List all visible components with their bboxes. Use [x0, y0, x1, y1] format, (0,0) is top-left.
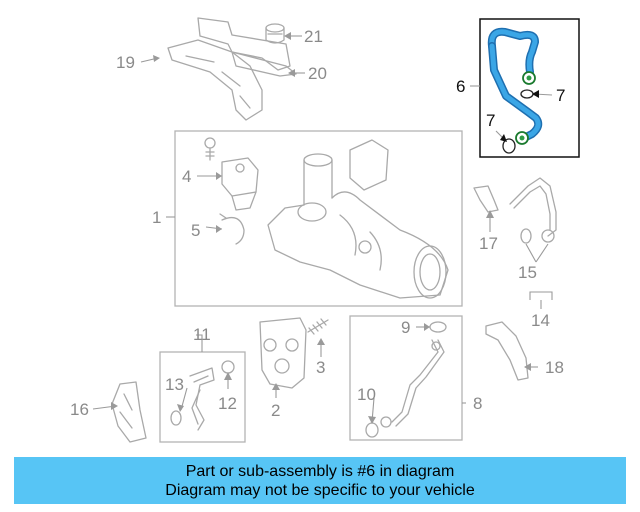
callout-6: 6	[456, 77, 465, 96]
callout-10: 10	[357, 385, 376, 404]
turbocharger-part-1[interactable]	[267, 139, 449, 299]
parts-diagram: 1 2 3 4 5 6 7 7 8 9 10 11 12 13 14 15 16…	[70, 17, 580, 443]
banner-line-part-number: Part or sub-assembly is #6 in diagram	[185, 462, 455, 480]
callout-18: 18	[545, 358, 564, 377]
callout-19: 19	[116, 53, 135, 72]
seal-part-15a[interactable]	[520, 228, 532, 244]
info-banner: Part or sub-assembly is #6 in diagram Di…	[14, 457, 626, 504]
washer-part-10[interactable]	[365, 422, 379, 438]
water-line-part-14[interactable]	[509, 177, 557, 237]
bolt-part[interactable]	[204, 137, 216, 161]
gasket-part-2[interactable]	[259, 317, 307, 389]
callout-1: 1	[152, 208, 161, 227]
callout-21: 21	[304, 27, 323, 46]
heat-shield-part-16[interactable]	[111, 381, 147, 443]
oil-line-part-8[interactable]	[380, 339, 445, 428]
cap-part-21[interactable]	[265, 23, 285, 44]
callout-17: 17	[479, 234, 498, 253]
callout-16: 16	[70, 400, 89, 419]
callout-5: 5	[191, 221, 200, 240]
stud-part-3[interactable]	[307, 318, 329, 335]
oil-line-box	[349, 315, 463, 441]
bracket-part-20[interactable]	[231, 51, 297, 77]
callout-4: 4	[182, 167, 191, 186]
actuator-part-4[interactable]	[221, 157, 259, 211]
highlighted-part-box	[479, 18, 580, 158]
callout-20: 20	[308, 64, 327, 83]
bracket-part-17[interactable]	[473, 185, 499, 213]
callout-15: 15	[518, 263, 537, 282]
hose-part-6[interactable]	[487, 27, 543, 145]
seal-part-15b[interactable]	[541, 229, 555, 243]
callout-9: 9	[401, 318, 410, 337]
callout-7-upper: 7	[556, 86, 565, 105]
callout-14: 14	[531, 311, 550, 330]
callout-3: 3	[316, 358, 325, 377]
callout-2: 2	[271, 401, 280, 420]
turbo-assembly-box	[174, 130, 463, 307]
seal-part-7b[interactable]	[502, 138, 516, 154]
water-pipe-part-11[interactable]	[189, 367, 215, 431]
heat-shield-part-18[interactable]	[485, 321, 529, 381]
gasket-part-9[interactable]	[429, 321, 447, 333]
banner-line-disclaimer: Diagram may not be specific to your vehi…	[165, 481, 475, 499]
clamp-part-5[interactable]	[219, 213, 245, 245]
callout-7-lower: 7	[486, 111, 495, 130]
arrowheads	[111, 32, 539, 424]
callout-8: 8	[473, 394, 482, 413]
seal-part-12[interactable]	[221, 360, 235, 374]
seal-part-13[interactable]	[170, 410, 182, 426]
callout-12: 12	[218, 394, 237, 413]
callout-11: 11	[193, 325, 211, 344]
seal-part-7a[interactable]	[520, 89, 534, 99]
callout-13: 13	[165, 375, 184, 394]
heat-shield-part-19[interactable]	[167, 17, 291, 121]
